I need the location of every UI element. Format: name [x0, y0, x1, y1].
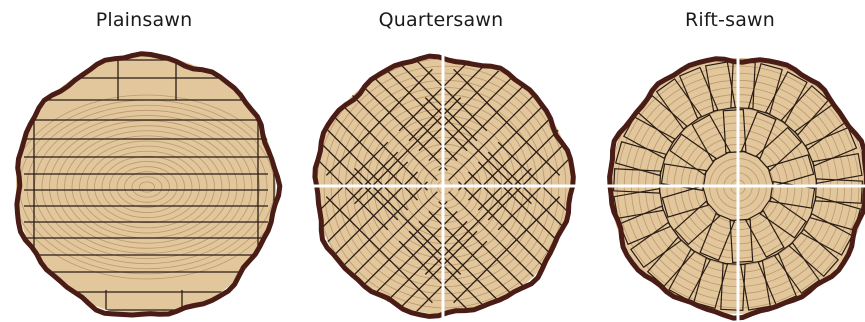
diagram-quartersawn: Quartersawn: [297, 0, 585, 322]
diagram-riftsawn: Rift-sawn: [586, 0, 865, 322]
log-cross-section-quartersawn: [297, 0, 585, 322]
diagram-plainsawn: Plainsawn: [0, 0, 288, 322]
log-cross-section-riftsawn: [586, 0, 865, 322]
log-cross-section-plainsawn: [0, 0, 288, 322]
